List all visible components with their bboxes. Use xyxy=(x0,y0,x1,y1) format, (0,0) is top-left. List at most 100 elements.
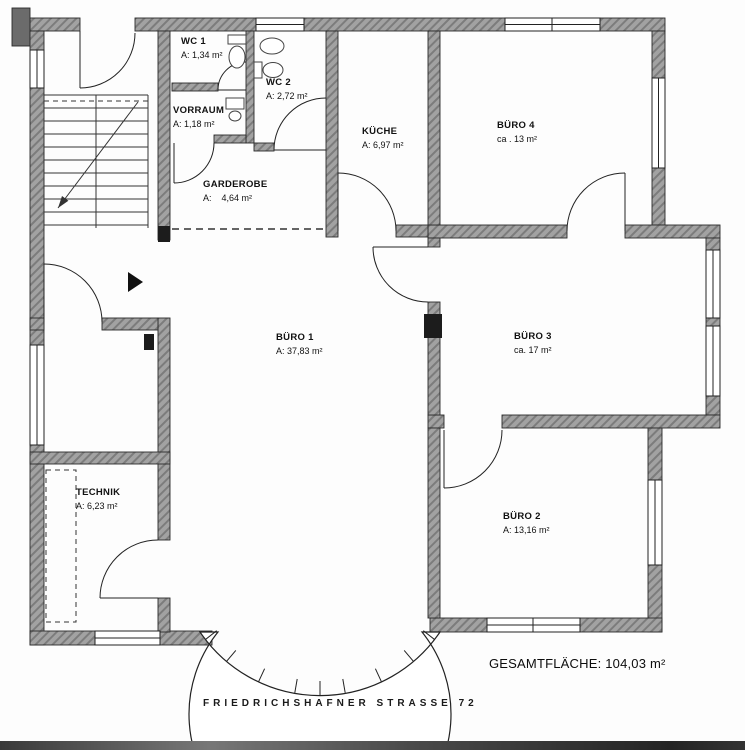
walls xyxy=(11,7,721,646)
door-vorraum xyxy=(173,142,215,184)
wall-segment xyxy=(253,142,275,152)
wall-segment xyxy=(429,617,488,633)
technik-dashed-area xyxy=(45,469,77,623)
stair-direction-arrow xyxy=(57,101,139,209)
wall-segment xyxy=(427,224,568,239)
wall-segment xyxy=(29,17,81,32)
door-buero4 xyxy=(566,172,626,232)
room-name: VORRAUM xyxy=(173,105,225,116)
room-area: A: 1,34 m² xyxy=(181,50,223,61)
wall-segment xyxy=(29,451,171,465)
room-label-buero3: BÜRO 3 ca. 17 m² xyxy=(514,331,552,356)
room-name: TECHNIK xyxy=(76,487,121,498)
room-area: A: 1,18 m² xyxy=(173,119,215,130)
room-label-garderobe: GARDEROBE A: 4,64 m² xyxy=(203,179,267,204)
toilet-wc2 xyxy=(253,61,284,79)
scan-edge-artifact xyxy=(0,741,745,750)
room-area: ca . 13 m² xyxy=(497,134,538,145)
pillar xyxy=(158,226,170,242)
wall-segment xyxy=(651,167,666,226)
bay-window xyxy=(188,630,452,750)
room-label-buero1: BÜRO 1 A: 37,83 m² xyxy=(276,332,323,357)
window xyxy=(29,344,45,446)
room-label-wc2: WC 2 A: 2,72 m² xyxy=(266,77,308,102)
room-area: A: 37,83 m² xyxy=(276,346,323,357)
door-kueche xyxy=(337,172,397,232)
door-entrance xyxy=(79,31,136,89)
sink-wc2 xyxy=(259,37,285,55)
door-technik xyxy=(99,539,159,599)
doors xyxy=(43,31,626,599)
staircase xyxy=(43,94,149,228)
wall-segment xyxy=(395,224,429,238)
room-name: KÜCHE xyxy=(362,126,398,137)
wall-corner-stub xyxy=(11,7,31,47)
window xyxy=(705,325,721,397)
wall-segment xyxy=(101,317,159,331)
door-wc2 xyxy=(273,97,327,151)
stair-arrowhead xyxy=(58,196,69,208)
room-area: A: 6,97 m² xyxy=(362,140,404,151)
room-area: ca. 17 m² xyxy=(514,345,552,356)
entrance-arrow-marker xyxy=(128,272,143,292)
dashed-lines xyxy=(45,228,326,623)
wall-segment xyxy=(427,237,441,248)
sanitary-fixtures xyxy=(225,34,285,122)
door-hall xyxy=(43,263,103,323)
door-buero3 xyxy=(372,246,429,303)
total-area-label: GESAMTFLÄCHE: 104,03 m² xyxy=(489,656,666,671)
wall-segment xyxy=(157,597,171,633)
room-name: BÜRO 2 xyxy=(503,511,541,522)
room-label-technik: TECHNIK A: 6,23 m² xyxy=(76,487,120,512)
wall-segment xyxy=(29,630,96,646)
wall-segment xyxy=(427,427,441,619)
wall-segment xyxy=(579,617,663,633)
room-label-buero4: BÜRO 4 ca . 13 m² xyxy=(497,120,537,145)
wall-segment xyxy=(501,414,721,429)
wall-segment xyxy=(157,30,171,241)
window xyxy=(255,17,305,32)
room-label-buero2: BÜRO 2 A: 13,16 m² xyxy=(503,511,550,536)
room-area: A: 13,16 m² xyxy=(503,525,550,536)
pillars xyxy=(144,226,442,350)
pillar xyxy=(424,314,442,338)
window xyxy=(651,77,666,169)
wall-segment xyxy=(427,30,441,226)
room-name: BÜRO 1 xyxy=(276,332,314,343)
window xyxy=(486,617,581,633)
wall-segment xyxy=(134,17,257,32)
wall-segment xyxy=(157,317,171,541)
room-name: BÜRO 3 xyxy=(514,331,552,342)
window xyxy=(94,630,161,646)
room-label-vorraum: VORRAUM A: 1,18 m² xyxy=(173,105,224,130)
wall-segment xyxy=(705,237,721,251)
door-buero2 xyxy=(443,429,503,489)
pillar xyxy=(144,334,154,350)
windows xyxy=(29,17,721,646)
window xyxy=(705,249,721,319)
wall-segment xyxy=(29,444,45,646)
room-name: GARDEROBE xyxy=(203,179,268,190)
wall-segment xyxy=(303,17,506,32)
wall-segment xyxy=(647,427,663,481)
room-area: A: 2,72 m² xyxy=(266,91,308,102)
wall-segment xyxy=(29,317,45,331)
toilet-wc1 xyxy=(227,34,247,69)
room-area: A: 4,64 m² xyxy=(203,193,253,204)
wall-segment xyxy=(29,87,45,346)
window xyxy=(647,479,663,566)
window xyxy=(29,49,45,89)
wall-segment xyxy=(245,30,255,144)
sink-vorraum xyxy=(225,97,245,122)
wall-segment xyxy=(213,134,247,144)
wall-segment xyxy=(29,30,45,51)
street-address-label: FRIEDRICHSHAFNER STRASSE 72 xyxy=(203,698,478,709)
wall-segment xyxy=(427,414,445,429)
room-area: A: 6,23 m² xyxy=(76,501,118,512)
room-label-kueche: KÜCHE A: 6,97 m² xyxy=(362,126,404,151)
wall-segment xyxy=(171,82,219,92)
wall-segment xyxy=(651,30,666,79)
room-name: BÜRO 4 xyxy=(497,120,535,131)
